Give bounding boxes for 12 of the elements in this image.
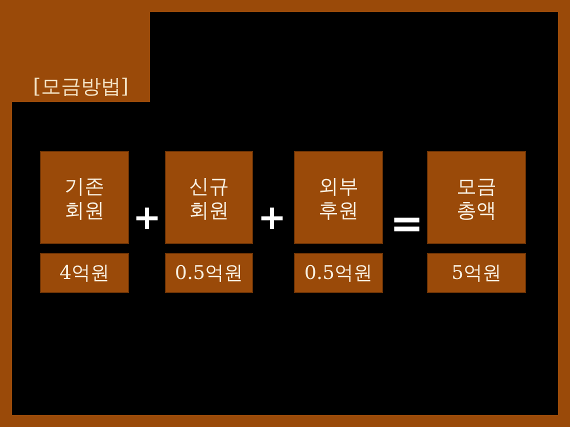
category-box: 모금 총액: [427, 151, 526, 244]
amount-box: 4억원: [40, 253, 129, 293]
category-box: 기존 회원: [40, 151, 129, 244]
operator-symbol: =: [390, 204, 420, 244]
section-title: [모금방법]: [33, 74, 129, 98]
category-box: 신규 회원: [165, 151, 253, 244]
operator-symbol: +: [257, 201, 287, 236]
category-box: 외부 후원: [294, 151, 383, 244]
amount-box: 0.5억원: [165, 253, 253, 293]
amount-box: 5억원: [427, 253, 526, 293]
amount-box: 0.5억원: [294, 253, 383, 293]
operator-symbol: +: [132, 201, 162, 236]
